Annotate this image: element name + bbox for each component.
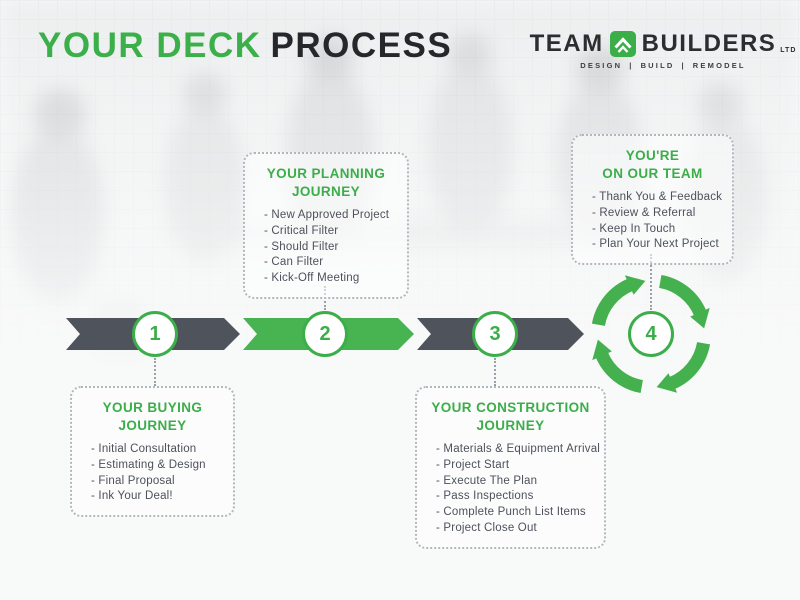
- journey-item: - Keep In Touch: [592, 222, 676, 235]
- tagline-separator: |: [681, 61, 686, 70]
- journey-item: - Project Close Out: [436, 522, 537, 535]
- connector-step1: [154, 358, 156, 386]
- on-our-team-title: YOU'RE ON OUR TEAM: [581, 147, 724, 182]
- construction-journey-box: YOUR CONSTRUCTION JOURNEY - Materials & …: [415, 386, 606, 549]
- journey-item: - Plan Your Next Project: [592, 238, 719, 251]
- journey-item: - Execute The Plan: [436, 474, 538, 487]
- title-line: YOUR CONSTRUCTION: [431, 400, 590, 415]
- connector-step3: [494, 358, 496, 386]
- buying-journey-box: YOUR BUYING JOURNEY - Initial Consultati…: [70, 386, 235, 518]
- on-our-team-items: - Thank You & Feedback - Review & Referra…: [581, 190, 724, 253]
- journey-item: - Pass Inspections: [436, 490, 534, 503]
- title-line: ON OUR TEAM: [602, 165, 703, 181]
- title-line: JOURNEY: [291, 183, 361, 199]
- connector-step4: [650, 254, 652, 310]
- tagline-build: BUILD: [640, 61, 675, 70]
- step-number: 2: [319, 322, 331, 345]
- step-circle-1: 1: [132, 311, 178, 357]
- planning-journey-items: - New Approved Project - Critical Filter -…: [253, 208, 399, 287]
- logo-word-builders: BUILDERS: [641, 30, 777, 57]
- title-line: YOUR PLANNING: [266, 166, 386, 181]
- cycle-arrows-icon: [581, 264, 721, 404]
- step-number: 1: [149, 322, 161, 345]
- tagline-remodel: REMODEL: [692, 61, 746, 70]
- buying-journey-items: - Initial Consultation - Estimating & Des…: [80, 442, 225, 505]
- logo-suffix-ltd: LTD: [780, 47, 797, 54]
- company-logo: TEAM BUILDERS LTD DESIGN | BUILD | REMOD…: [530, 30, 796, 70]
- tagline-separator: |: [629, 61, 634, 70]
- step-number: 3: [489, 322, 501, 345]
- journey-item: - Should Filter: [264, 240, 339, 253]
- title-line: YOU'RE: [625, 148, 680, 163]
- planning-journey-box: YOUR PLANNING JOURNEY - New Approved Pro…: [243, 152, 409, 300]
- step-circle-3: 3: [472, 311, 518, 357]
- journey-item: - Initial Consultation: [91, 443, 197, 456]
- journey-item: - Review & Referral: [592, 206, 696, 219]
- construction-journey-items: - Materials & Equipment Arrival - Project…: [425, 442, 601, 537]
- double-chevron-up-icon: [609, 31, 636, 57]
- journey-item: - Materials & Equipment Arrival: [436, 443, 601, 456]
- journey-item: - Project Start: [436, 458, 510, 471]
- logo-word-team: TEAM: [529, 30, 604, 57]
- step-number: 4: [645, 322, 657, 345]
- logo-row: TEAM BUILDERS LTD: [530, 30, 795, 58]
- journey-item: - Can Filter: [264, 256, 324, 269]
- construction-journey-title: YOUR CONSTRUCTION JOURNEY: [425, 399, 596, 434]
- buying-journey-title: YOUR BUYING JOURNEY: [80, 399, 225, 434]
- journey-item: - Estimating & Design: [91, 458, 206, 471]
- journey-item: - Kick-Off Meeting: [264, 272, 360, 285]
- journey-item: - Ink Your Deal!: [91, 490, 173, 503]
- journey-item: - Critical Filter: [264, 224, 339, 237]
- journey-item: - Thank You & Feedback: [592, 191, 723, 204]
- on-our-team-box: YOU'RE ON OUR TEAM - Thank You & Feedbac…: [571, 134, 734, 266]
- logo-tagline: DESIGN | BUILD | REMODEL: [556, 61, 770, 70]
- tagline-design: DESIGN: [580, 61, 623, 70]
- journey-item: - New Approved Project: [264, 209, 390, 222]
- planning-journey-title: YOUR PLANNING JOURNEY: [253, 165, 399, 200]
- step-circle-2: 2: [302, 311, 348, 357]
- page-title-green: YOUR DECK: [38, 26, 262, 65]
- title-line: YOUR BUYING: [102, 400, 203, 415]
- journey-item: - Complete Punch List Items: [436, 506, 586, 519]
- title-line: JOURNEY: [118, 417, 187, 433]
- page-title-dark: PROCESS: [270, 26, 453, 65]
- step-circle-4: 4: [628, 311, 674, 357]
- title-line: JOURNEY: [476, 417, 545, 433]
- journey-item: - Final Proposal: [91, 474, 175, 487]
